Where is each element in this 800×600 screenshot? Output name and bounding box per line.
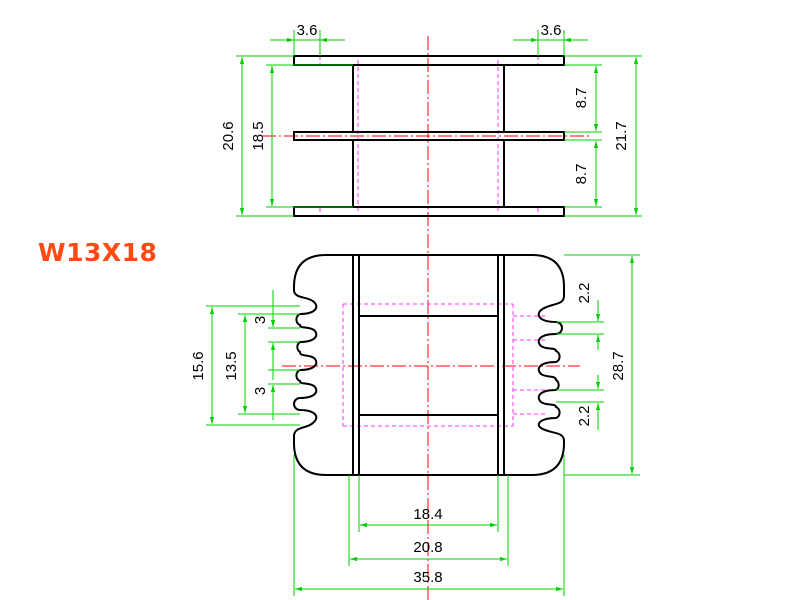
dim-slot-pitch-left: 15.6 xyxy=(190,305,300,426)
dim-inner-width: 18.4 xyxy=(358,475,499,532)
part-title: W13X18 xyxy=(38,238,158,267)
svg-text:18.4: 18.4 xyxy=(413,506,442,523)
svg-text:3: 3 xyxy=(252,387,269,395)
svg-text:21.7: 21.7 xyxy=(613,121,630,150)
svg-text:8.7: 8.7 xyxy=(573,164,590,185)
svg-text:3.6: 3.6 xyxy=(541,22,562,39)
dim-slot-width-upper: 3 xyxy=(252,290,300,380)
svg-text:20.6: 20.6 xyxy=(220,121,237,150)
dim-slot-inner-left: 13.5 xyxy=(223,313,300,415)
svg-text:8.7: 8.7 xyxy=(573,88,590,109)
dim-front-overall-height: 28.7 xyxy=(564,254,640,476)
front-view-outline xyxy=(293,254,565,476)
svg-text:13.5: 13.5 xyxy=(223,351,240,380)
svg-text:35.8: 35.8 xyxy=(413,569,442,586)
svg-text:3.6: 3.6 xyxy=(297,22,318,39)
dim-mid-width: 20.8 xyxy=(348,475,509,566)
dim-overall-width: 35.8 xyxy=(293,455,565,596)
dim-slot-upper-right: 2.2 xyxy=(556,283,604,350)
svg-text:20.8: 20.8 xyxy=(413,539,442,556)
svg-text:3: 3 xyxy=(252,316,269,324)
top-view: 3.6 3.6 20.6 18.5 xyxy=(220,22,642,600)
dim-pitch-lower: 8.7 xyxy=(573,141,599,206)
dim-inner-span: 18.5 xyxy=(250,64,353,208)
dim-flange-left: 3.6 xyxy=(270,22,345,56)
svg-text:2.2: 2.2 xyxy=(576,283,593,304)
front-view-hidden-lines xyxy=(342,303,548,427)
dim-flange-right: 3.6 xyxy=(513,22,588,56)
dim-slot-lower-right: 2.2 xyxy=(556,375,604,430)
svg-text:18.5: 18.5 xyxy=(250,121,267,150)
top-view-hidden-lines xyxy=(319,56,539,216)
dim-overall-inner: 20.6 xyxy=(220,55,294,217)
dim-pitch-upper: 8.7 xyxy=(564,64,602,208)
front-view: 15.6 13.5 3 3 2.2 xyxy=(190,254,640,596)
svg-text:2.2: 2.2 xyxy=(576,406,593,427)
dim-slot-width-lower: 3 xyxy=(252,369,300,420)
middle-flange xyxy=(293,131,565,141)
svg-text:28.7: 28.7 xyxy=(610,351,627,380)
top-flange xyxy=(293,55,565,66)
svg-text:15.6: 15.6 xyxy=(190,351,207,380)
bottom-flange xyxy=(293,206,565,217)
dim-overall-height: 21.7 xyxy=(564,55,642,217)
